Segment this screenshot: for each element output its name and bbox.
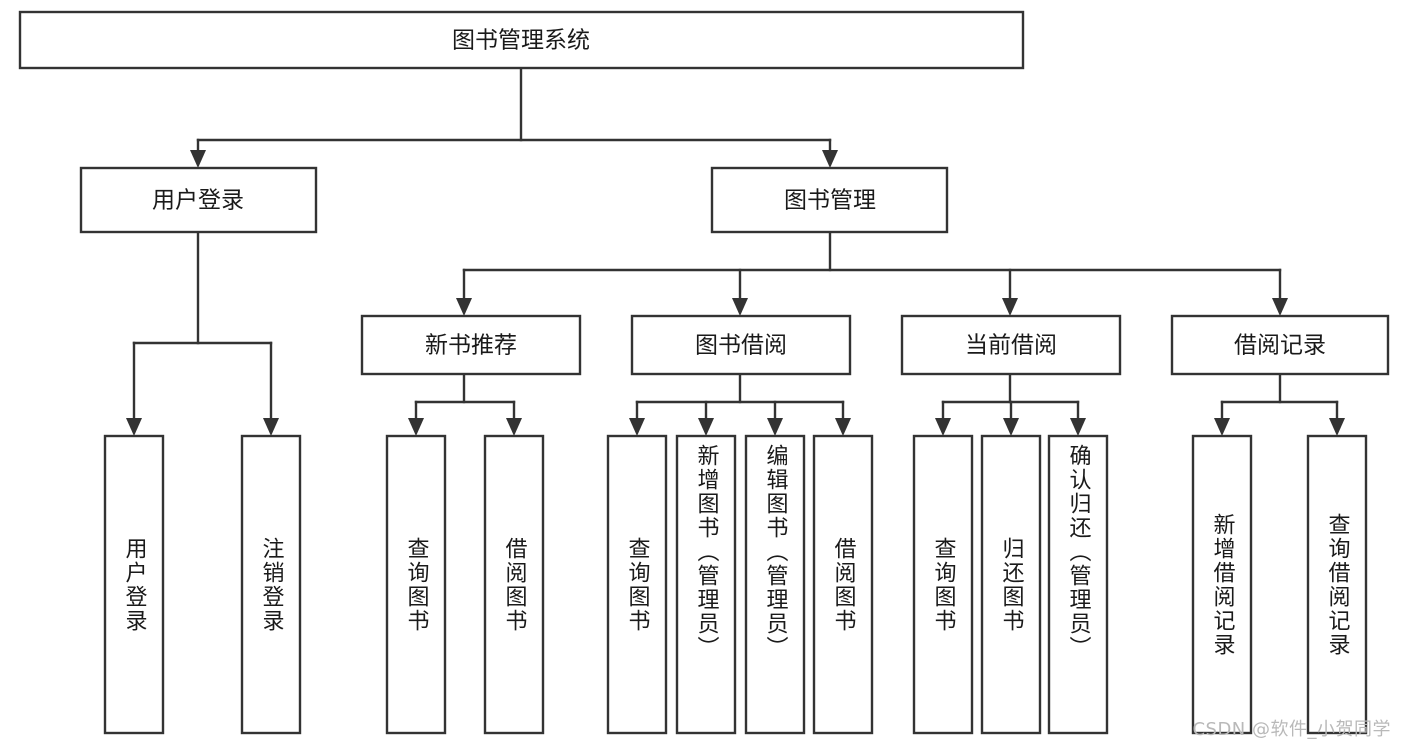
node-book-borrow[interactable] (630, 314, 852, 376)
arrowhead-current-borrow (1002, 298, 1018, 316)
node-book-manage[interactable] (710, 166, 949, 234)
arrowhead-leaf-add-record (1214, 418, 1230, 436)
node-user-login-label: 用户登录 (152, 188, 244, 214)
node-leaf-confirm-return[interactable] (1047, 434, 1109, 735)
node-borrow-record-label: 借阅记录 (1234, 333, 1326, 359)
node-leaf-borrow-book-2[interactable] (812, 434, 874, 735)
node-root[interactable] (18, 10, 1025, 70)
arrowhead-leaf-user-login (126, 418, 142, 436)
arrowhead-leaf-query-book-1 (408, 418, 424, 436)
arrowhead-leaf-borrow-book-1 (506, 418, 522, 436)
arrowhead-leaf-user-logout (263, 418, 279, 436)
node-user-login[interactable] (79, 166, 318, 234)
node-leaf-user-login[interactable] (103, 434, 165, 735)
arrowhead-leaf-query-record (1329, 418, 1345, 436)
node-root-label: 图书管理系统 (452, 28, 590, 54)
node-book-borrow-label: 图书借阅 (695, 333, 787, 359)
arrowhead-layer (126, 150, 1345, 436)
arrowhead-leaf-borrow-book-2 (835, 418, 851, 436)
node-current-borrow-label: 当前借阅 (965, 333, 1057, 359)
arrowhead-leaf-confirm-return (1070, 418, 1086, 436)
connector-layer (132, 66, 1339, 422)
node-book-manage-label: 图书管理 (784, 188, 876, 214)
arrowhead-leaf-add-book (698, 418, 714, 436)
arrowhead-borrow-record (1272, 298, 1288, 316)
node-borrow-record[interactable] (1170, 314, 1390, 376)
node-leaf-query-record[interactable] (1306, 434, 1368, 735)
arrowhead-leaf-query-book-3 (935, 418, 951, 436)
arrowhead-leaf-return-book (1003, 418, 1019, 436)
node-current-borrow[interactable] (900, 314, 1122, 376)
node-leaf-edit-book[interactable] (744, 434, 806, 735)
node-leaf-add-book[interactable] (675, 434, 737, 735)
node-leaf-return-book[interactable] (980, 434, 1042, 735)
arrowhead-book-manage (822, 150, 838, 168)
watermark: CSDN @软件_小贺同学 (1192, 719, 1391, 740)
arrowhead-user-login (190, 150, 206, 168)
node-leaf-add-record[interactable] (1191, 434, 1253, 735)
node-leaf-user-logout[interactable] (240, 434, 302, 735)
node-leaf-query-book-1[interactable] (385, 434, 447, 735)
arrowhead-new-book-recommend (456, 298, 472, 316)
node-leaf-borrow-book-1[interactable] (483, 434, 545, 735)
arrowhead-leaf-edit-book (767, 418, 783, 436)
node-leaf-query-book-3[interactable] (912, 434, 974, 735)
node-leaf-query-book-2[interactable] (606, 434, 668, 735)
arrowhead-book-borrow (732, 298, 748, 316)
node-new-book-recommend[interactable] (360, 314, 582, 376)
node-new-book-recommend-label: 新书推荐 (425, 333, 517, 359)
arrowhead-leaf-query-book-2 (629, 418, 645, 436)
node-layer: 图书管理系统 用户登录 图书管理 新书推荐 图书借阅 当前借阅 借阅记录 (18, 10, 1390, 735)
